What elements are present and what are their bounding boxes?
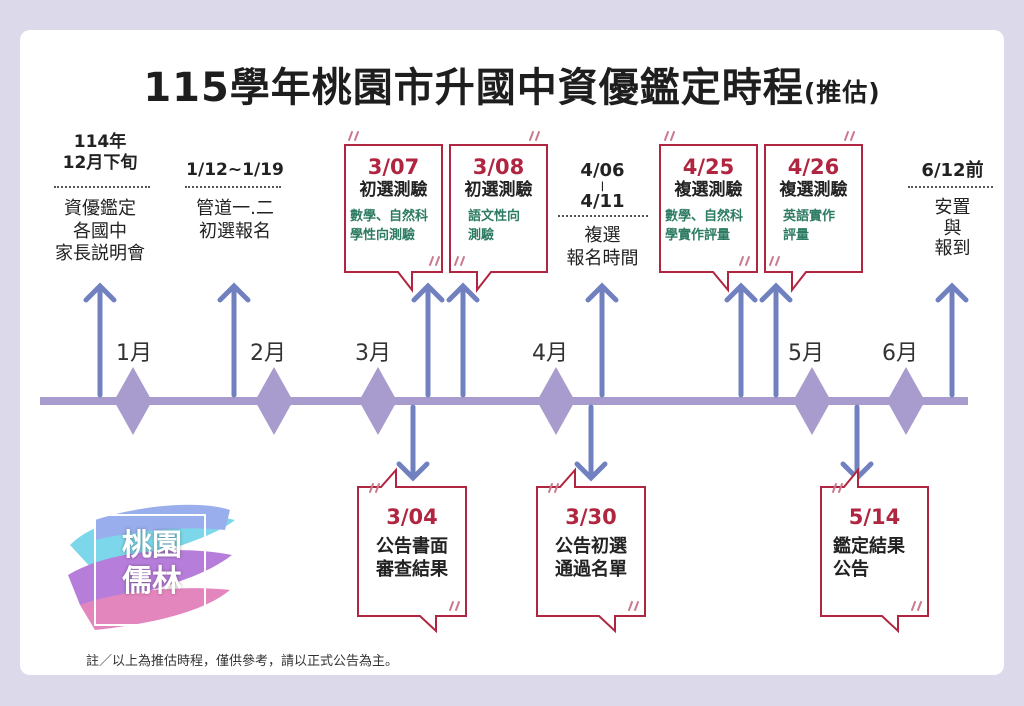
month-label: 4月: [532, 341, 568, 366]
event-description: 公告書面審查結果: [376, 536, 448, 580]
down-arrow: [396, 404, 430, 482]
month-label: 3月: [355, 341, 391, 366]
callout-box: [764, 144, 863, 293]
event-date: 4/26: [787, 155, 840, 179]
divider: [185, 186, 281, 188]
callout-box: [659, 144, 758, 293]
up-arrow: [935, 282, 969, 398]
event-detail: 英語實作評量: [783, 209, 836, 243]
event-name: 複選測驗: [779, 180, 848, 200]
event-date: 6/12前: [921, 160, 984, 181]
divider: [908, 186, 993, 188]
quote-mark: [664, 131, 675, 141]
event-date: 4/06|4/11: [580, 160, 625, 212]
divider: [54, 186, 150, 188]
event-name: 初選測驗: [359, 180, 428, 200]
divider: [558, 215, 648, 217]
event-date: 3/07: [367, 155, 420, 179]
month-diamond: [887, 367, 925, 435]
month-diamond: [255, 367, 293, 435]
event-date: 5/14: [848, 505, 901, 529]
quote-mark: [369, 483, 380, 493]
up-arrow: [217, 282, 251, 398]
month-diamond: [793, 367, 831, 435]
event-date: 4/25: [682, 155, 735, 179]
down-arrow: [840, 404, 874, 482]
quote-mark: [449, 601, 460, 611]
up-arrow: [724, 282, 758, 398]
event-date: 3/08: [472, 155, 525, 179]
event-date: 3/04: [386, 505, 438, 529]
up-arrow: [759, 282, 793, 398]
quote-mark: [844, 131, 855, 141]
month-label: 1月: [116, 341, 152, 366]
month-label: 2月: [250, 341, 286, 366]
quote-mark: [429, 256, 440, 266]
page-title: 115學年桃園市升國中資優鑑定時程(推估): [0, 55, 1024, 113]
up-arrow: [446, 282, 480, 398]
logo-brush: [68, 504, 235, 630]
month-diamond: [537, 367, 575, 435]
month-diamond: [114, 367, 152, 435]
quote-mark: [348, 131, 359, 141]
event-description: 管道一.二初選報名: [196, 198, 274, 242]
timeline-line: [40, 397, 968, 405]
month-label: 6月: [882, 341, 918, 366]
quote-mark: [628, 601, 639, 611]
event-name: 初選測驗: [464, 180, 533, 200]
up-arrow: [411, 282, 445, 398]
title-sub: (推估): [803, 78, 881, 107]
logo-frame: [94, 514, 206, 626]
quote-mark: [548, 483, 559, 493]
quote-mark: [911, 601, 922, 611]
quote-mark: [832, 483, 843, 493]
quote-mark: [454, 256, 465, 266]
quote-mark: [769, 256, 780, 266]
title-main: 115學年桃園市升國中資優鑑定時程: [143, 65, 804, 111]
event-description: 安置與報到: [934, 197, 971, 260]
event-detail: 數學、自然科學性向測驗: [350, 209, 429, 243]
month-diamond: [359, 367, 397, 435]
up-arrow: [585, 282, 619, 398]
logo-text: 桃園儒林: [122, 528, 182, 599]
footnote: 註／以上為推估時程，僅供參考，請以正式公告為主。: [86, 654, 399, 669]
event-description: 公告初選通過名單: [555, 536, 627, 580]
event-name: 複選測驗: [674, 180, 743, 200]
event-detail: 數學、自然科學實作評量: [665, 209, 744, 243]
event-date: 3/30: [565, 505, 617, 529]
callout-box: [820, 467, 929, 634]
up-arrow: [83, 282, 117, 398]
callout-box: [357, 467, 467, 634]
event-description: 複選報名時間: [566, 225, 639, 269]
down-arrow: [574, 404, 608, 482]
event-detail: 語文性向測驗: [468, 209, 521, 243]
month-label: 5月: [788, 341, 824, 366]
event-date: 1/12~1/19: [186, 160, 284, 180]
callout-box: [344, 144, 443, 293]
event-description: 鑑定結果公告: [833, 536, 905, 580]
callout-box: [536, 467, 646, 634]
callout-box: [449, 144, 548, 293]
quote-mark: [739, 256, 750, 266]
quote-mark: [529, 131, 540, 141]
event-description: 資優鑑定各國中家長説明會: [55, 198, 145, 264]
